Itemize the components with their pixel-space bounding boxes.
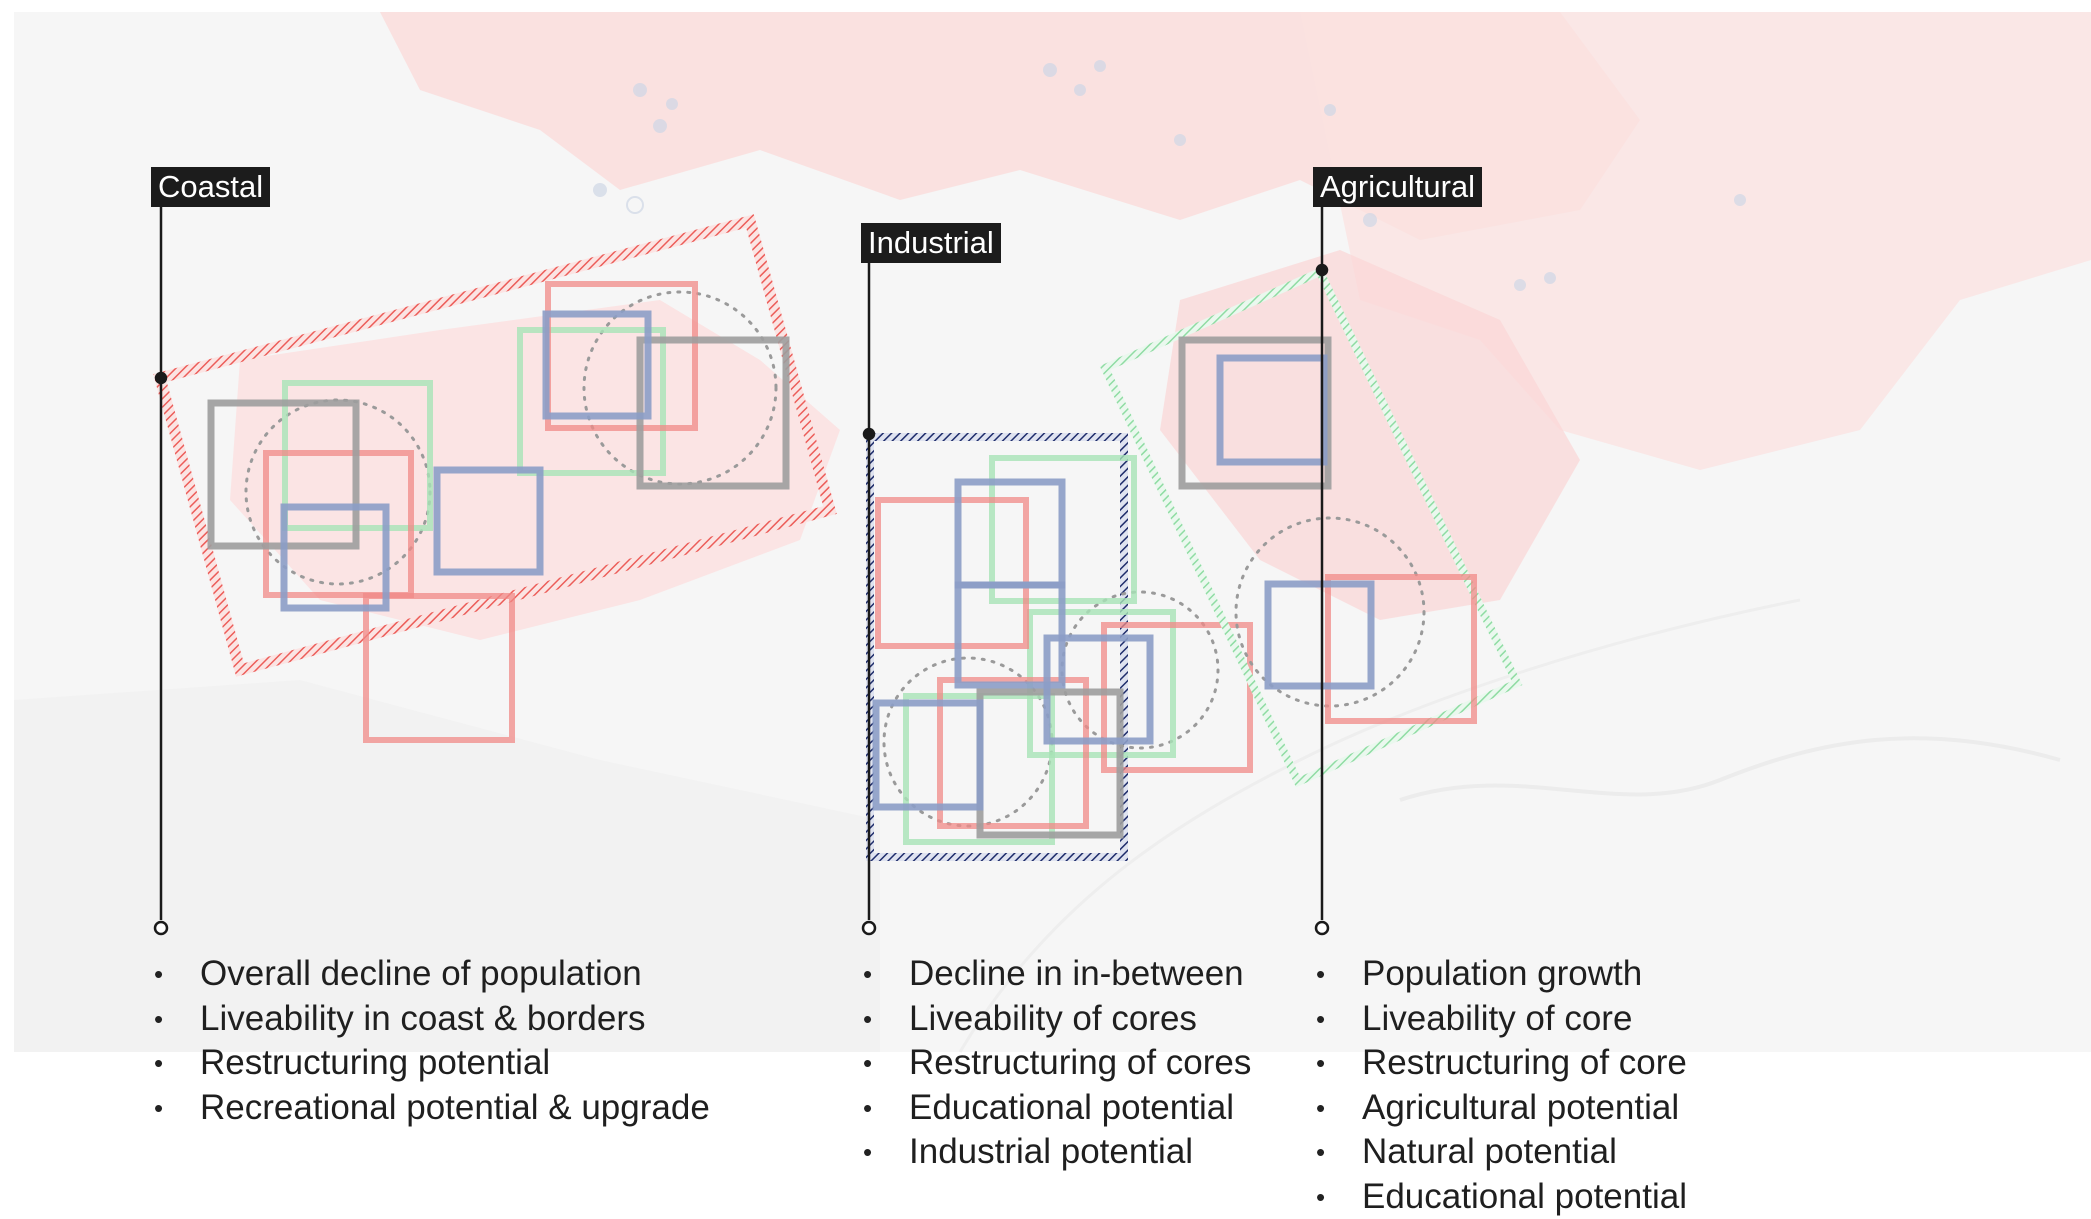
map-background — [14, 12, 2091, 1052]
industrial-leader-dot — [864, 429, 874, 439]
agricultural-leader-dot — [1317, 265, 1327, 275]
list-item: Liveability in coast & borders — [154, 997, 710, 1042]
list-item: Industrial potential — [863, 1130, 1251, 1175]
list-item: Liveability of core — [1316, 997, 1687, 1042]
list-item: Educational potential — [863, 1086, 1251, 1131]
list-item: Decline in in-between — [863, 952, 1251, 997]
list-item: Overall decline of population — [154, 952, 710, 997]
industrial-leader-end — [863, 922, 875, 934]
list-item: Recreational potential & upgrade — [154, 1086, 710, 1131]
list-item: Restructuring of core — [1316, 1041, 1687, 1086]
coastal-bullet-list: Overall decline of population Liveabilit… — [154, 952, 710, 1130]
list-item: Agricultural potential — [1316, 1086, 1687, 1131]
industrial-bullet-list: Decline in in-between Liveability of cor… — [863, 952, 1251, 1175]
list-item: Liveability of cores — [863, 997, 1251, 1042]
agricultural-label: Agricultural — [1313, 167, 1482, 207]
coastal-leader-end — [155, 922, 167, 934]
agricultural-bullet-list: Population growth Liveability of core Re… — [1316, 952, 1687, 1219]
list-item: Natural potential — [1316, 1130, 1687, 1175]
list-item: Restructuring of cores — [863, 1041, 1251, 1086]
coastal-label: Coastal — [151, 167, 270, 207]
list-item: Population growth — [1316, 952, 1687, 997]
list-item: Restructuring potential — [154, 1041, 710, 1086]
coastal-leader-dot — [156, 373, 166, 383]
agricultural-leader-end — [1316, 922, 1328, 934]
list-item: Educational potential — [1316, 1175, 1687, 1219]
industrial-label: Industrial — [861, 223, 1001, 263]
